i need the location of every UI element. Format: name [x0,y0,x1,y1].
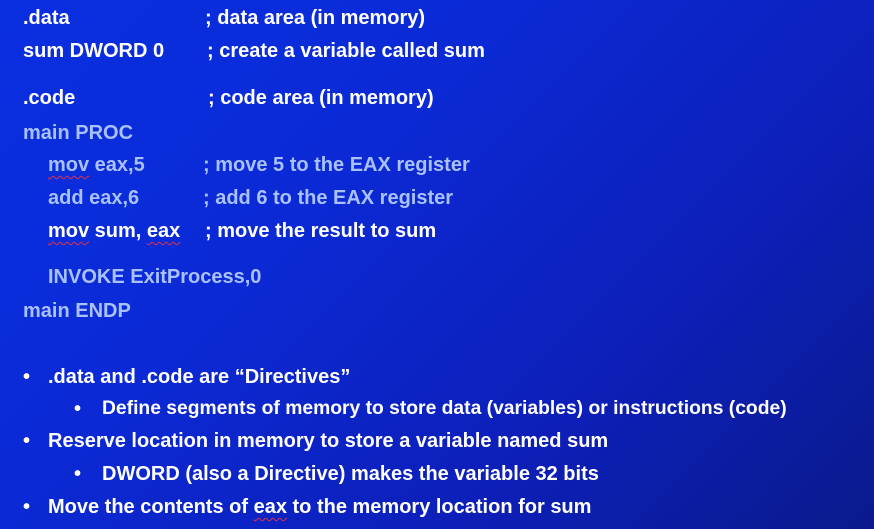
data-comment: ; data area (in memory) [205,7,426,29]
bullet-1-text: .data and .code are “Directives” [48,366,351,388]
mov-mid-2: sum, [89,220,147,242]
main-proc: main PROC [23,122,134,144]
mov-args-1: eax,5 [89,154,145,176]
bullet-3-post: to the memory location for sum [286,496,592,518]
mov-instruction-1: mov eax,5 [48,153,145,177]
bullet-1-sub-glyph: • [74,398,82,420]
mov-comment-2: ; move the result to sum [205,220,437,242]
main-endp: main ENDP [23,300,131,322]
mov-op-1: mov [48,154,90,176]
bullet-1-glyph: • [23,366,31,388]
mov-reg-2: eax [146,220,181,242]
sum-declaration: sum DWORD 0 [23,40,165,62]
bullet-2-text: Reserve location in memory to store a va… [48,430,609,452]
bullet-2-glyph: • [23,430,31,452]
mov-instruction-2: mov sum, eax [48,219,180,243]
bullet-3-pre: Move the contents of [48,496,254,518]
code-comment: ; code area (in memory) [208,87,434,109]
code-directive: .code [23,87,76,109]
bullet-2-sub-text: DWORD (also a Directive) makes the varia… [102,463,599,485]
mov-op-2: mov [48,220,90,242]
mov-comment-1: ; move 5 to the EAX register [203,154,470,176]
add-comment: ; add 6 to the EAX register [203,187,454,209]
bullet-3-glyph: • [23,496,31,518]
sum-comment: ; create a variable called sum [207,40,485,62]
data-directive: .data [23,7,70,29]
bullet-2-sub-glyph: • [74,463,82,485]
bullet-3-text: Move the contents of eax to the memory l… [48,495,591,519]
add-instruction: add eax,6 [48,187,140,209]
invoke-instruction: INVOKE ExitProcess,0 [48,266,262,288]
bullet-1-sub-text: Define segments of memory to store data … [102,398,787,419]
bullet-3-eax: eax [253,496,287,518]
